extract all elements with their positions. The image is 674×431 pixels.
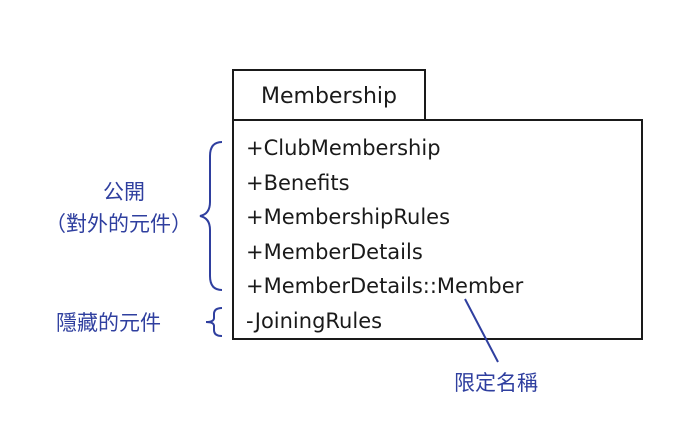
qualified-name-pointer bbox=[464, 298, 499, 363]
element-membership-rules: +MembershipRules bbox=[246, 205, 451, 229]
public-brace bbox=[199, 141, 223, 291]
element-member-details-member: +MemberDetails::Member bbox=[246, 274, 524, 298]
public-label: 公開 bbox=[103, 180, 145, 204]
package-tab: Membership bbox=[232, 69, 426, 119]
element-member-details: +MemberDetails bbox=[246, 239, 423, 264]
element-joining-rules: -JoiningRules bbox=[246, 308, 383, 333]
package-body: +ClubMembership +Benefits +MembershipRul… bbox=[232, 119, 643, 340]
hidden-brace bbox=[205, 307, 223, 337]
hidden-label: 隱藏的元件 bbox=[56, 311, 161, 335]
public-label-note: （對外的元件） bbox=[45, 212, 192, 236]
package-name: Membership bbox=[261, 84, 397, 109]
element-club-membership: +ClubMembership bbox=[246, 136, 441, 160]
element-list: +ClubMembership +Benefits +MembershipRul… bbox=[246, 131, 523, 338]
qualified-name-label: 限定名稱 bbox=[454, 371, 538, 395]
element-benefits: +Benefits bbox=[246, 170, 350, 195]
